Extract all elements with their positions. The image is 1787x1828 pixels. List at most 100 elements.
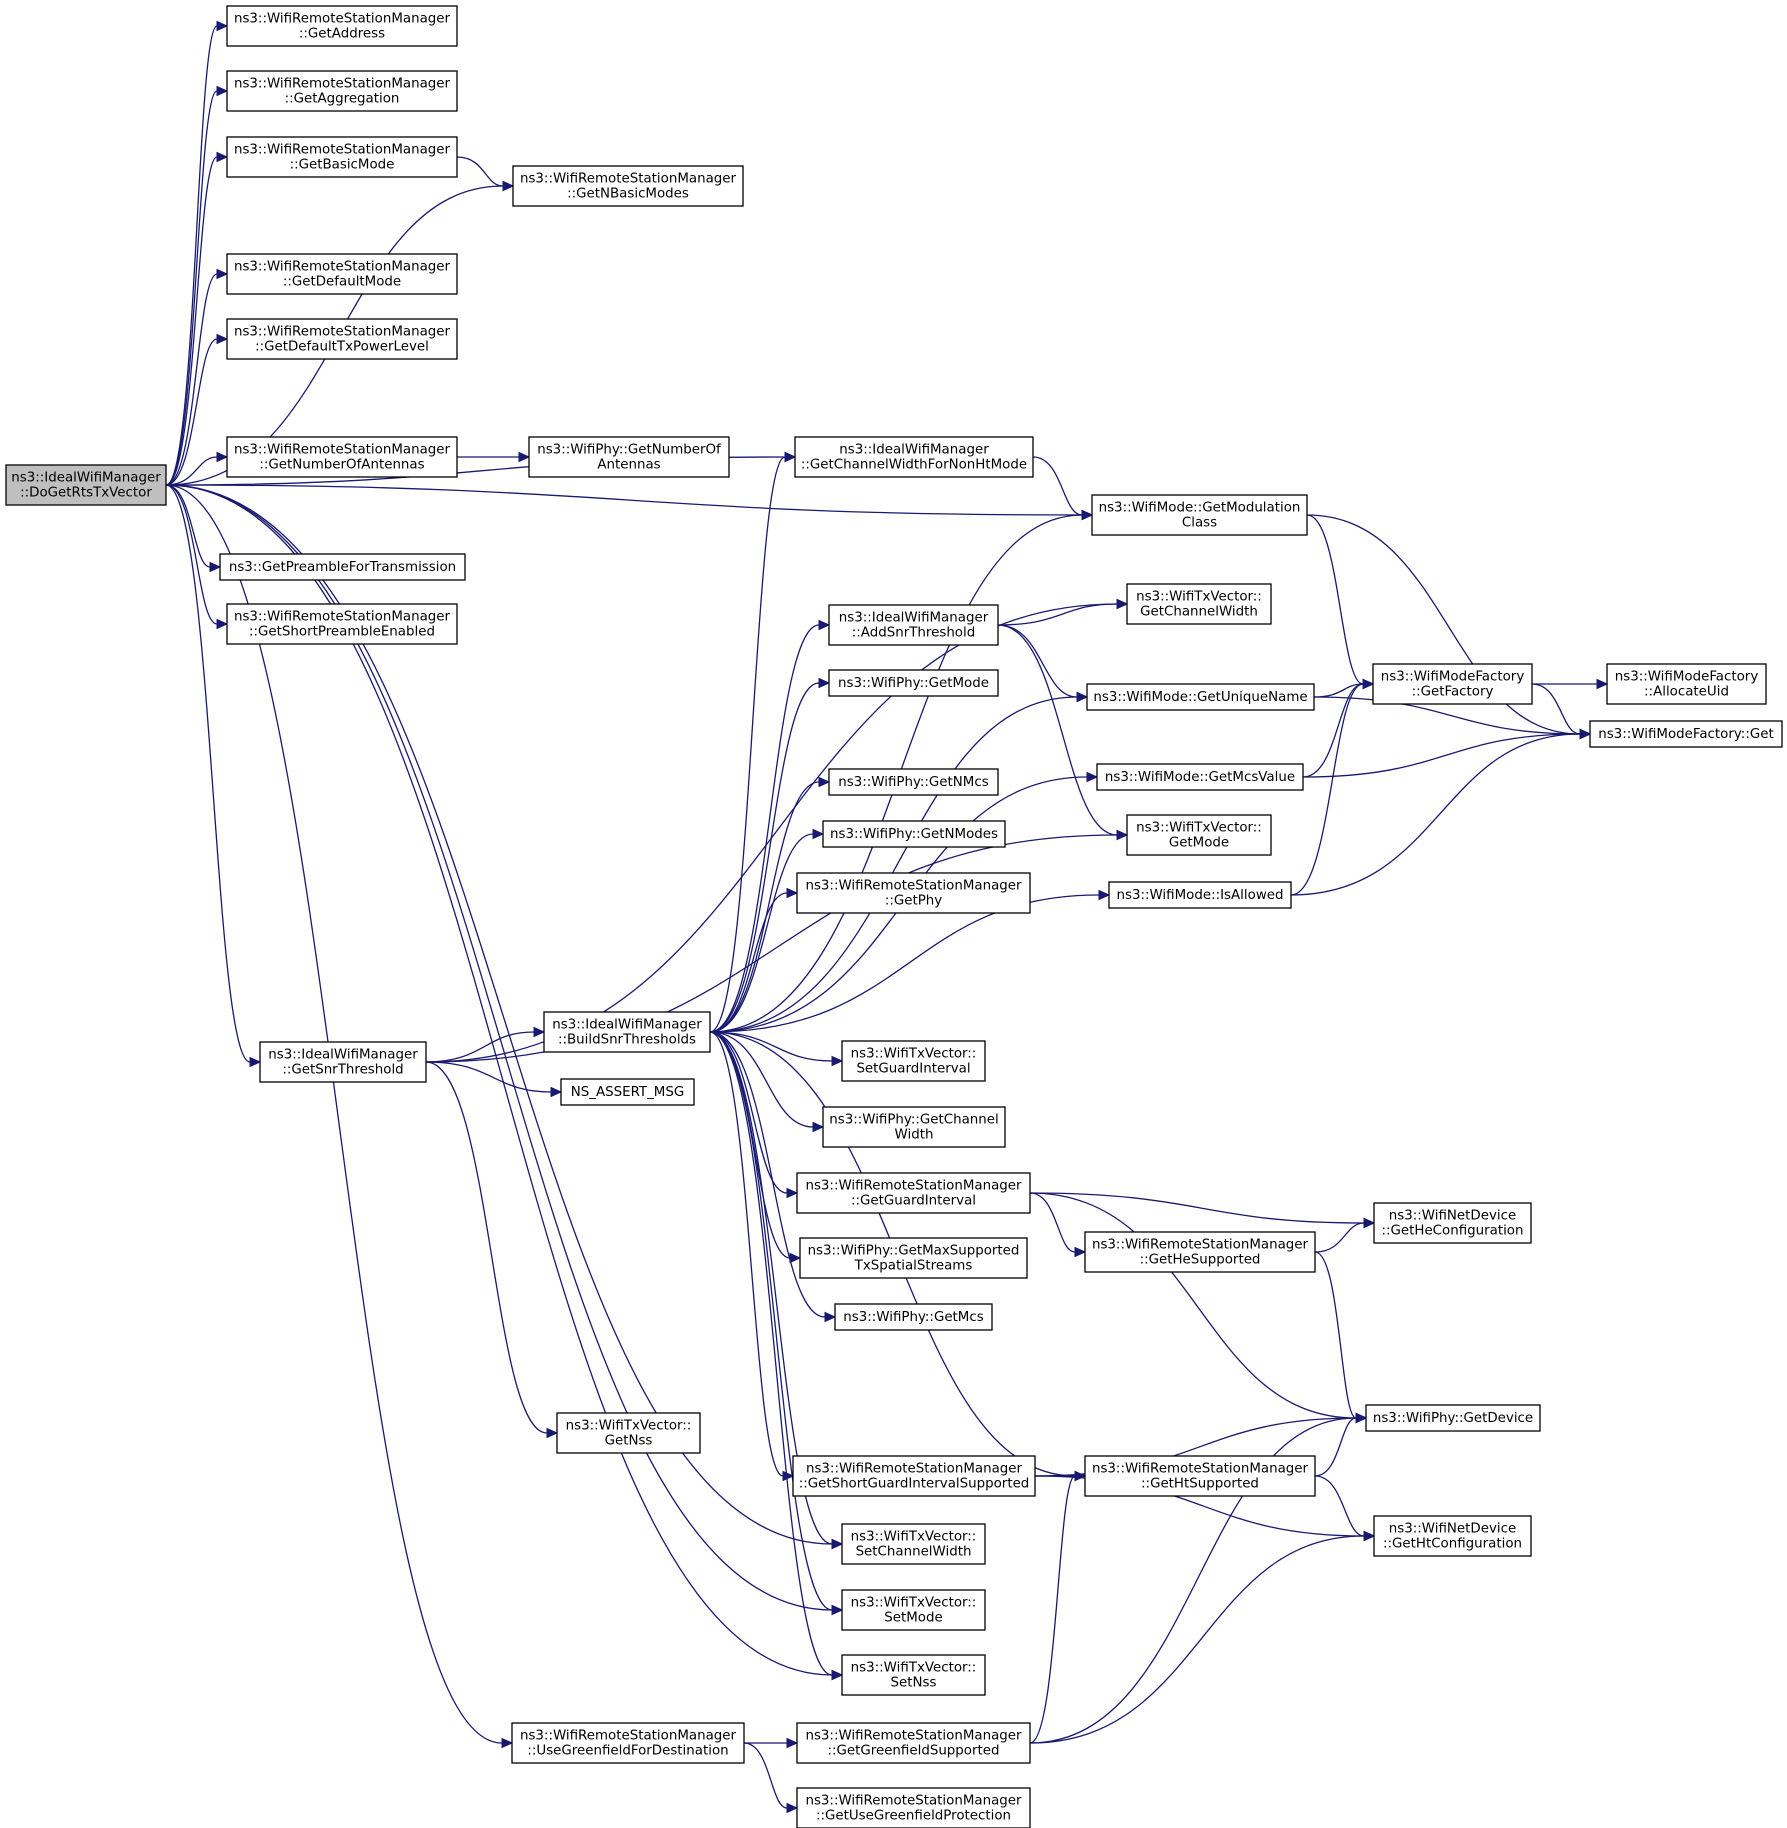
node-label-line: ns3::WifiMode::GetMcsValue — [1105, 770, 1295, 785]
node-get-greenfield-supported[interactable]: ns3::WifiRemoteStationManager::GetGreenf… — [796, 1722, 1031, 1764]
node-label-line: ::GetSnrThreshold — [282, 1063, 403, 1078]
node-phy-get-nmcs[interactable]: ns3::WifiPhy::GetNMcs — [828, 768, 999, 796]
arrowhead-icon — [789, 1252, 802, 1264]
node-box — [822, 1106, 1006, 1148]
node-factory-get[interactable]: ns3::WifiModeFactory::Get — [1589, 720, 1783, 748]
node-label-line: ::GetDefaultMode — [283, 275, 401, 290]
arrowhead-icon — [831, 1669, 844, 1681]
node-get-channel-width-for-non-ht-mode[interactable]: ns3::IdealWifiManager::GetChannelWidthFo… — [794, 436, 1034, 478]
node-set-guard-interval[interactable]: ns3::WifiTxVector::SetGuardInterval — [841, 1040, 986, 1082]
arrowhead-icon — [216, 333, 229, 345]
node-box — [1373, 1202, 1532, 1244]
edge-root-to-get-basic-mode — [165, 151, 229, 486]
node-get-phy[interactable]: ns3::WifiRemoteStationManager::GetPhy — [796, 872, 1031, 914]
node-get-ht-configuration[interactable]: ns3::WifiNetDevice::GetHtConfiguration — [1373, 1515, 1532, 1557]
edge-line — [1302, 733, 1581, 778]
edge-line — [1029, 1192, 1357, 1419]
node-get-preamble-for-transmission[interactable]: ns3::GetPreambleForTransmission — [219, 553, 466, 581]
node-tx-get-mode[interactable]: ns3::WifiTxVector::GetMode — [1126, 814, 1272, 856]
node-phy-get-mcs[interactable]: ns3::WifiPhy::GetMcs — [834, 1303, 993, 1331]
node-label-line: ::GetAggregation — [285, 92, 400, 107]
node-get-he-supported[interactable]: ns3::WifiRemoteStationManager::GetHeSupp… — [1084, 1231, 1316, 1273]
node-label-line: ns3::WifiTxVector:: — [1136, 590, 1262, 605]
node-label-line: ns3::WifiRemoteStationManager — [234, 143, 451, 158]
edge-build-snr-thresholds-to-set-mode — [709, 1031, 844, 1616]
edge-line — [1290, 683, 1364, 896]
node-box — [1096, 763, 1304, 791]
node-get-use-greenfield-protection[interactable]: ns3::WifiRemoteStationManager::GetUseGre… — [796, 1787, 1031, 1828]
node-tx-get-nss[interactable]: ns3::WifiTxVector::GetNss — [556, 1412, 701, 1454]
node-label-line: ::DoGetRtsTxVector — [20, 486, 152, 501]
node-box — [828, 669, 999, 697]
node-label-line: SetChannelWidth — [856, 1545, 972, 1560]
node-get-address[interactable]: ns3::WifiRemoteStationManager::GetAddres… — [226, 5, 458, 47]
node-box — [1126, 814, 1272, 856]
node-get-he-configuration[interactable]: ns3::WifiNetDevice::GetHeConfiguration — [1373, 1202, 1532, 1244]
node-label-line: SetNss — [891, 1676, 937, 1691]
node-phy-get-device[interactable]: ns3::WifiPhy::GetDevice — [1365, 1404, 1541, 1432]
arrowhead-icon — [818, 776, 831, 788]
node-set-nss[interactable]: ns3::WifiTxVector::SetNss — [841, 1654, 986, 1696]
node-label-line: ns3::WifiRemoteStationManager — [805, 1729, 1022, 1744]
node-is-allowed[interactable]: ns3::WifiMode::IsAllowed — [1108, 881, 1292, 909]
edge-root-to-get-default-mode — [165, 268, 229, 486]
node-tx-get-channel-width[interactable]: ns3::WifiTxVector::GetChannelWidth — [1126, 583, 1272, 625]
edge-build-snr-thresholds-to-get-guard-interval — [709, 1031, 799, 1199]
node-label-line: ns3::WifiPhy::GetNumberOf — [537, 443, 721, 458]
edge-line — [1029, 1192, 1365, 1224]
edge-get-modulation-class-to-factory-get — [1306, 514, 1592, 740]
node-get-short-preamble-enabled[interactable]: ns3::WifiRemoteStationManager::GetShortP… — [226, 603, 458, 645]
node-get-guard-interval[interactable]: ns3::WifiRemoteStationManager::GetGuardI… — [796, 1172, 1031, 1214]
edge-line — [709, 1031, 833, 1611]
node-get-mcs-value[interactable]: ns3::WifiMode::GetMcsValue — [1096, 763, 1304, 791]
node-get-unique-name[interactable]: ns3::WifiMode::GetUniqueName — [1086, 683, 1315, 711]
node-label-line: ::GetHeSupported — [1140, 1253, 1261, 1268]
node-phy-get-nmodes[interactable]: ns3::WifiPhy::GetNModes — [822, 820, 1006, 848]
node-box — [226, 5, 458, 47]
edge-get-greenfield-supported-to-get-ht-configuration — [1029, 1530, 1376, 1744]
node-root[interactable]: ns3::IdealWifiManager::DoGetRtsTxVector — [5, 464, 167, 506]
node-phy-get-number-of-antennas[interactable]: ns3::WifiPhy::GetNumberOfAntennas — [528, 436, 730, 478]
edge-line — [743, 1742, 788, 1809]
node-ns-assert-msg[interactable]: NS_ASSERT_MSG — [560, 1078, 695, 1106]
node-add-snr-threshold[interactable]: ns3::IdealWifiManager::AddSnrThreshold — [828, 604, 999, 646]
node-phy-get-mode[interactable]: ns3::WifiPhy::GetMode — [828, 669, 999, 697]
node-get-ht-supported[interactable]: ns3::WifiRemoteStationManager::GetHtSupp… — [1084, 1455, 1316, 1497]
edge-line — [709, 1031, 784, 1477]
edge-get-snr-threshold-to-tx-get-channel-width — [425, 598, 1129, 1063]
node-get-basic-mode[interactable]: ns3::WifiRemoteStationManager::GetBasicM… — [226, 136, 458, 178]
node-box — [796, 1722, 1031, 1764]
edge-line — [709, 833, 814, 1033]
node-allocate-uid[interactable]: ns3::WifiModeFactory::AllocateUid — [1606, 663, 1767, 705]
edge-line — [1313, 683, 1364, 698]
node-get-snr-threshold[interactable]: ns3::IdealWifiManager::GetSnrThreshold — [259, 1041, 427, 1083]
edge-build-snr-thresholds-to-phy-get-mode — [709, 677, 831, 1033]
node-get-max-supported-tx-spatial-streams[interactable]: ns3::WifiPhy::GetMaxSupportedTxSpatialSt… — [799, 1237, 1028, 1279]
edge-line — [165, 90, 218, 486]
node-label-line: SetGuardInterval — [856, 1062, 970, 1077]
arrowhead-icon — [501, 1737, 514, 1749]
node-label-line: ns3::WifiRemoteStationManager — [234, 610, 451, 625]
node-set-mode[interactable]: ns3::WifiTxVector::SetMode — [841, 1589, 986, 1631]
node-get-number-of-antennas[interactable]: ns3::WifiRemoteStationManager::GetNumber… — [226, 436, 458, 478]
edge-root-to-get-default-tx-power-level — [165, 333, 229, 486]
node-build-snr-thresholds[interactable]: ns3::IdealWifiManager::BuildSnrThreshold… — [543, 1011, 711, 1053]
node-get-default-tx-power-level[interactable]: ns3::WifiRemoteStationManager::GetDefaul… — [226, 318, 458, 360]
node-get-factory[interactable]: ns3::WifiModeFactory::GetFactory — [1372, 663, 1533, 705]
node-set-channel-width[interactable]: ns3::WifiTxVector::SetChannelWidth — [841, 1523, 986, 1565]
node-label-line: ns3::WifiPhy::GetMcs — [843, 1310, 983, 1325]
node-get-default-mode[interactable]: ns3::WifiRemoteStationManager::GetDefaul… — [226, 253, 458, 295]
edge-root-to-get-aggregation — [165, 85, 229, 486]
node-get-aggregation[interactable]: ns3::WifiRemoteStationManager::GetAggreg… — [226, 70, 458, 112]
node-box — [556, 1412, 701, 1454]
node-box — [226, 136, 458, 178]
node-box — [799, 1237, 1028, 1279]
edge-line — [1306, 514, 1364, 685]
node-use-greenfield-for-destination[interactable]: ns3::WifiRemoteStationManager::UseGreenf… — [511, 1722, 745, 1764]
node-phy-get-channel-width[interactable]: ns3::WifiPhy::GetChannelWidth — [822, 1106, 1006, 1148]
edge-use-greenfield-for-destination-to-get-greenfield-supported — [744, 1737, 799, 1749]
edge-line — [165, 484, 1083, 516]
node-get-nbasic-modes[interactable]: ns3::WifiRemoteStationManager::GetNBasic… — [512, 165, 744, 207]
node-get-short-guard-interval-supported[interactable]: ns3::WifiRemoteStationManager::GetShortG… — [792, 1455, 1036, 1497]
